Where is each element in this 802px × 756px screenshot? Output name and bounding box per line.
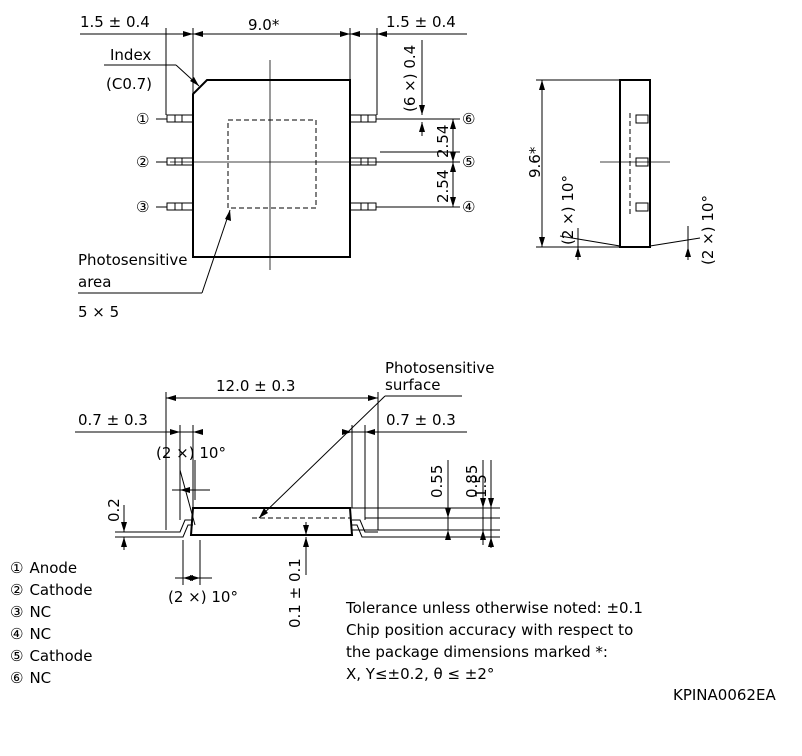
dim-left-lead-front: 0.7 ± 0.3 xyxy=(78,411,148,429)
note-line-3: the package dimensions marked *: xyxy=(346,643,608,661)
note-line-4: X, Y≤±0.2, θ ≤ ±2° xyxy=(346,665,494,683)
dim-pitch-upper: 2.54 xyxy=(434,125,452,158)
side-package-body xyxy=(619,79,651,248)
dim-standoff: 0.1 ± 0.1 xyxy=(286,558,304,628)
dim-pitch-lower: 2.54 xyxy=(434,170,452,203)
side-view: 9.6* (2 ×) 10° (2 ×) 10° xyxy=(526,79,717,265)
dim-left-lead: 1.5 ± 0.4 xyxy=(80,13,150,31)
dim-surface-height: 0.55 xyxy=(428,465,446,498)
drawing-code: KPINA0062EA xyxy=(673,686,776,704)
pin-marker-6: ⑥ xyxy=(462,110,475,128)
top-package-body xyxy=(192,79,351,258)
dim-body-length: 9.6* xyxy=(526,146,544,178)
photosensitive-area-label-1: Photosensitive xyxy=(78,251,187,269)
pin-marker-2: ② xyxy=(136,153,149,171)
dim-lead-width: (6 ×) 0.4 xyxy=(401,45,419,112)
dim-right-lead-front: 0.7 ± 0.3 xyxy=(386,411,456,429)
index-label: Index xyxy=(110,46,151,64)
photosensitive-area-size: 5 × 5 xyxy=(78,303,119,321)
pin-marker-1: ① xyxy=(136,110,149,128)
front-angle-top: (2 ×) 10° xyxy=(156,444,226,462)
dim-right-lead: 1.5 ± 0.4 xyxy=(386,13,456,31)
pin-marker-4: ④ xyxy=(462,198,475,216)
surface-label-2: surface xyxy=(385,376,440,394)
surface-label-1: Photosensitive xyxy=(385,359,494,377)
photosensitive-area xyxy=(227,119,317,209)
dim-body-width: 9.0* xyxy=(248,16,280,34)
front-angle-bottom: (2 ×) 10° xyxy=(168,588,238,606)
side-angle-right: (2 ×) 10° xyxy=(699,195,717,265)
dim-lead-thickness: 0.2 xyxy=(105,498,123,522)
photosensitive-area-label-2: area xyxy=(78,273,111,291)
right-leads xyxy=(349,114,377,211)
notes: Tolerance unless otherwise noted: ±0.1 C… xyxy=(345,599,643,683)
left-leads xyxy=(166,114,194,211)
dim-overall-width: 12.0 ± 0.3 xyxy=(216,377,295,395)
note-line-2: Chip position accuracy with respect to xyxy=(346,621,633,639)
note-line-1: Tolerance unless otherwise noted: ±0.1 xyxy=(345,599,643,617)
index-chamfer: (C0.7) xyxy=(106,75,152,93)
front-view: Photosensitive surface 12.0 ± 0.3 0.7 ± … xyxy=(75,359,500,628)
dim-total-height: 1.5 xyxy=(472,474,490,498)
dim-body-height: 0.85 xyxy=(463,465,481,498)
side-angle-left: (2 ×) 10° xyxy=(559,175,577,245)
top-view: ① ② ③ ⑥ ⑤ ④ 1.5 ± 0.4 9.0* 1.5 ± 0.4 Ind… xyxy=(78,13,475,321)
front-package-body xyxy=(189,507,354,536)
pin-marker-5: ⑤ xyxy=(462,153,475,171)
pin-marker-3: ③ xyxy=(136,198,149,216)
